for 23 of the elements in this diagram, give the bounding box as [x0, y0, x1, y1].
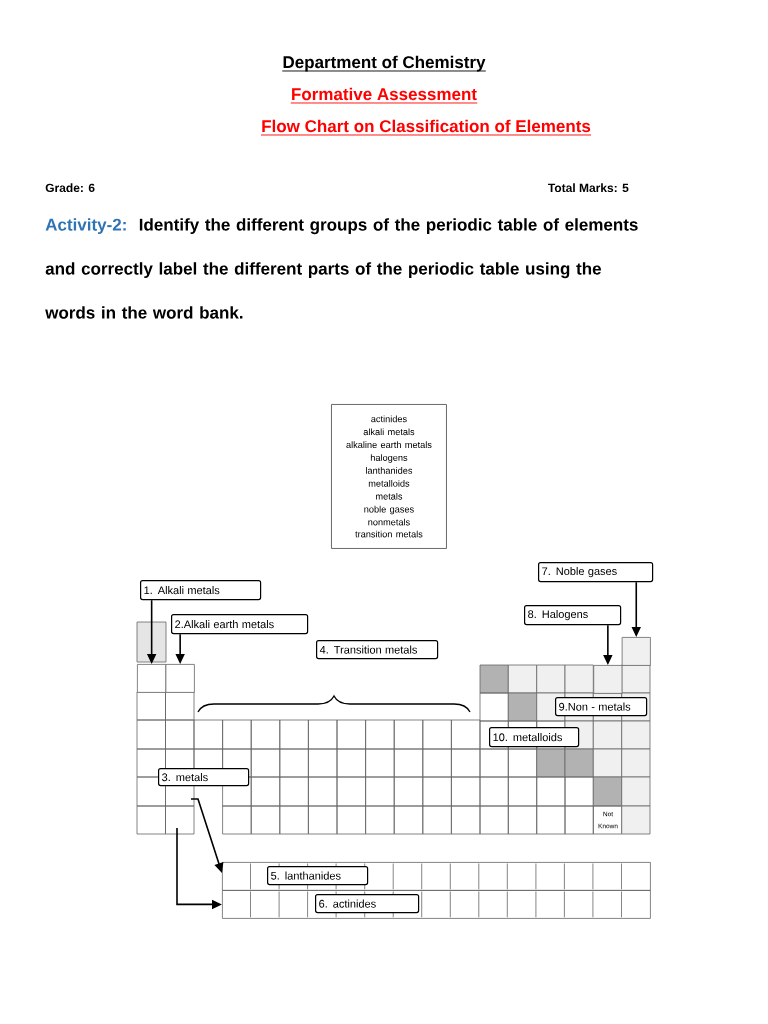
label-box: 1. Alkali metals — [140, 580, 262, 601]
table-row — [222, 890, 651, 919]
word-bank: actinides alkali metals alkaline earth metals halogens lanthanides metalloids metals noble gases nonmetals transition metals — [331, 404, 447, 549]
grade-text: Grade: 6 — [45, 183, 95, 193]
marks-text: Total Marks: 5 — [548, 183, 629, 193]
table-cell — [137, 664, 167, 693]
heading: Department of Chemistry — [281, 55, 487, 72]
table-cell — [165, 664, 195, 693]
table-row — [222, 862, 651, 891]
label-box: 6. actinides — [315, 894, 420, 914]
heading: Flow Chart on Classification of Elements — [260, 119, 592, 136]
label-box: 7. Noble gases — [538, 562, 654, 583]
label-box: 4. Transition metals — [316, 640, 439, 660]
label-box: 9.Non - metals — [555, 697, 648, 717]
label-box: 10. metalloids — [489, 727, 580, 748]
heading: Formative Assessment — [290, 87, 478, 104]
table-cell — [593, 665, 623, 694]
label-box: 8. Halogens — [524, 605, 622, 626]
label-box: 2.Alkali earth metals — [171, 614, 309, 635]
table-cell — [621, 637, 651, 666]
label-box: 5. lanthanides — [267, 866, 369, 886]
label-box: 3. metals — [158, 768, 250, 787]
instructions-text: Activity-2: Identify the different groups of the periodic table of elements and correctly label the different parts of the periodic table using the words in the word bank. — [45, 218, 638, 319]
